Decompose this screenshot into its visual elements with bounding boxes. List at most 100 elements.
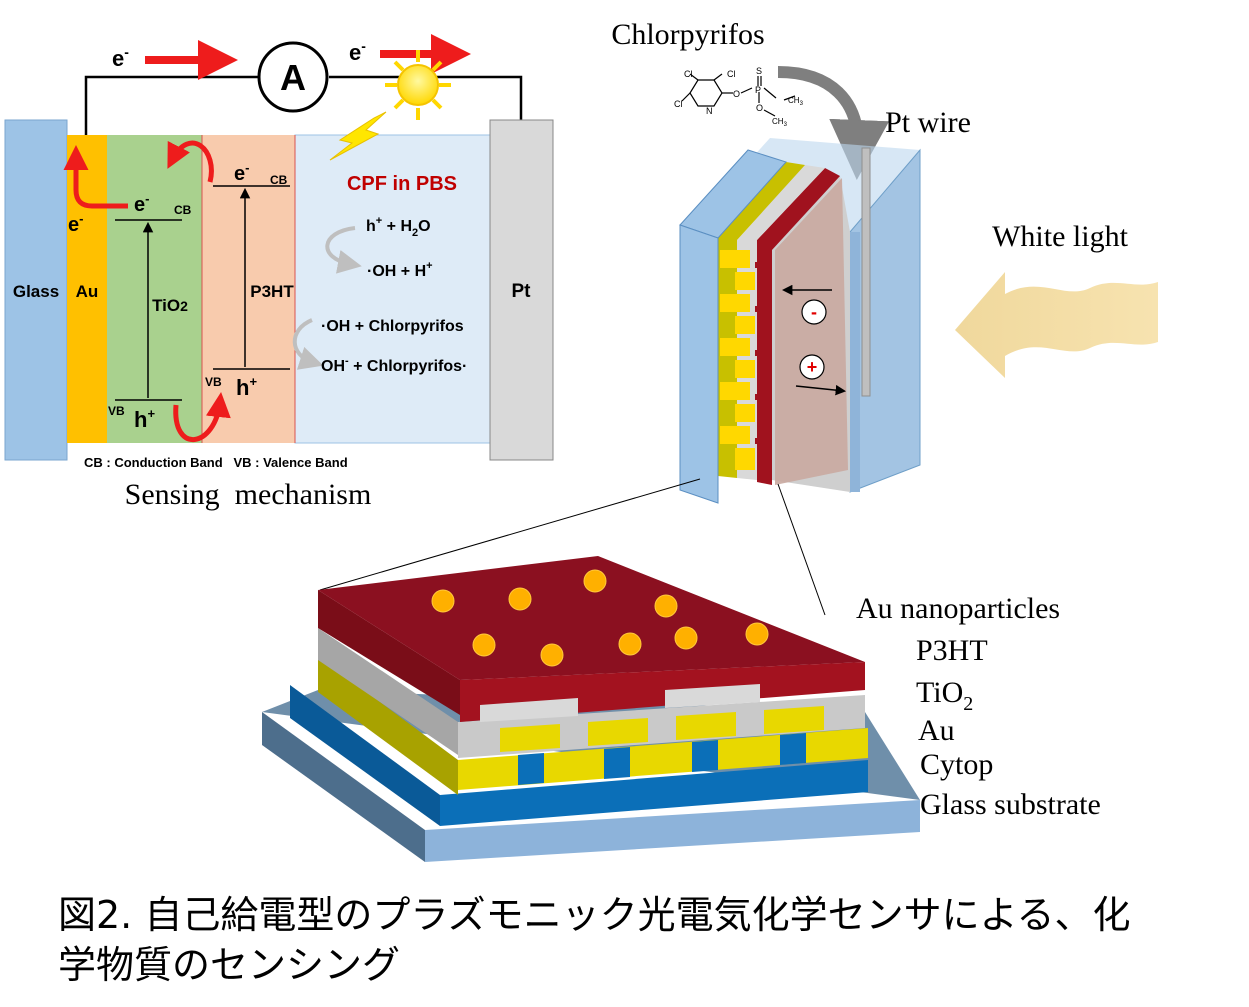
reaction-arrow-2 (292, 318, 324, 370)
label-p3ht: P3HT (916, 634, 988, 667)
glass-substrate-side (262, 712, 425, 862)
band-legend: CB : Conduction Band VB : Valence Band (84, 455, 348, 470)
tio2-raised-blocks (480, 684, 760, 722)
chlorpyrifos-structure: Cl Cl Cl N O S P O CH3 CH3 (674, 66, 804, 128)
au-electron-label: e- (68, 211, 83, 236)
electron-left-label: e- (112, 44, 129, 71)
white-light-label: White light (992, 220, 1128, 253)
hole-transfer-arrow (173, 392, 231, 442)
tio2-cb-label: CB (174, 203, 192, 217)
tio2-layer (107, 135, 202, 443)
negative-charge (801, 299, 827, 325)
nanoparticle (431, 589, 455, 613)
tio2-label: TiO2 (152, 296, 188, 315)
p3ht-layer-side (318, 590, 460, 715)
nanoparticle (674, 626, 698, 650)
p3ht-top-face (318, 556, 865, 680)
white-light-wave-arrow (955, 272, 1158, 378)
label-au: Au (918, 714, 955, 747)
mol-p: P (755, 85, 761, 95)
mol-o-1: O (733, 89, 740, 99)
negative-charge-sign: - (811, 302, 817, 322)
nanoparticle (540, 643, 564, 667)
electron-flow-right: e- (349, 34, 471, 74)
au-pattern (720, 250, 755, 470)
ammeter-circle (257, 41, 329, 113)
pt-wire-label: Pt wire (885, 106, 971, 139)
mol-ch3-a: CH3 (788, 96, 804, 107)
reaction-3: ·OH + Chlorpyrifos (321, 318, 464, 335)
mol-ch3-b: CH3 (772, 117, 788, 128)
nanoparticle (745, 622, 769, 646)
cytop-side (290, 685, 440, 826)
molecule-injection-arrow (777, 66, 890, 180)
layer-stack: Au nanoparticles P3HT TiO2 Au Cytop Glas… (262, 556, 1101, 862)
sun-icon (385, 50, 451, 120)
electrolyte-region (294, 134, 491, 444)
mol-cl-1: Cl (684, 69, 693, 79)
ammeter: A (257, 41, 329, 113)
figure-caption: 図2. 自己給電型のプラズモニック光電気化学センサによる、化 学物質のセンシング (58, 890, 1218, 990)
glass-label: Glass (13, 282, 59, 301)
pt-electrode (489, 119, 554, 461)
nanoparticle (654, 594, 678, 618)
reaction-4: OH- + Chlorpyrifos· (321, 355, 467, 375)
tio2-layer-side (318, 628, 458, 755)
p3ht-vb-hole: h+ (236, 374, 257, 400)
p3ht-cb-label: CB (270, 173, 288, 187)
mechanism-panel: A e- e- Glass Au TiO2 P3HT Pt (4, 34, 554, 511)
positive-charge-sign: + (807, 357, 818, 377)
cytop-front (440, 760, 868, 826)
reaction-1: h+ + H2O (366, 215, 431, 239)
reaction-arrow-1 (325, 226, 362, 274)
mol-cl-2: Cl (727, 69, 736, 79)
p3ht-cb-electron: e- (234, 160, 249, 185)
electrolyte-title: CPF in PBS (347, 173, 457, 195)
mol-o-2: O (756, 103, 763, 113)
cell-front-right-edge (850, 232, 860, 492)
hole-drift-arrow (795, 384, 847, 396)
label-au-nanoparticles: Au nanoparticles (856, 592, 1060, 625)
tio2-cb-electron: e- (134, 191, 149, 216)
nanoparticle (472, 633, 496, 657)
chlorpyrifos-label: Chlorpyrifos (611, 18, 764, 51)
tio2-vb-label: VB (108, 404, 125, 418)
pt-label: Pt (512, 281, 532, 302)
nanoparticle (618, 632, 642, 656)
tio2-vb-hole: h+ (134, 406, 155, 432)
au-raised-blocks (500, 706, 824, 752)
label-tio2: TiO2 (916, 676, 973, 715)
label-glass-substrate: Glass substrate (920, 788, 1101, 821)
electron-flow-left: e- (112, 40, 238, 80)
glass-substrate-front (425, 800, 920, 862)
p3ht-teeth (755, 262, 765, 444)
mol-n: N (706, 106, 713, 116)
tio2-to-au-arrow (63, 145, 128, 209)
device-panel: Chlorpyrifos Cl Cl Cl N O S P O CH3 CH3 (611, 18, 1158, 504)
au-nanoparticles (431, 569, 769, 667)
p3ht-label: P3HT (250, 282, 294, 301)
label-cytop: Cytop (920, 748, 993, 781)
nanoparticle (508, 587, 532, 611)
lightning-icon (329, 111, 387, 161)
reaction-2: ·OH + H+ (367, 260, 433, 280)
electrolyte-chamber (775, 178, 848, 485)
stack-labels: Au nanoparticles P3HT TiO2 Au Cytop Glas… (856, 592, 1101, 821)
mol-s: S (756, 66, 762, 76)
p3ht-to-tio2-arrow (167, 140, 214, 183)
electron-right-label: e- (349, 38, 366, 65)
positive-charge (799, 354, 825, 380)
p3ht-vb-label: VB (205, 375, 222, 389)
cytop-gaps (518, 733, 806, 785)
au-layer-side (318, 656, 458, 795)
figure-caption-line-2: 学物質のセンシング (58, 943, 401, 987)
nanoparticle (583, 569, 607, 593)
mol-cl-3: Cl (674, 99, 683, 109)
au-label: Au (76, 282, 99, 301)
p3ht-film (757, 168, 840, 485)
zoom-line-left (319, 478, 701, 591)
glass-layer (4, 119, 68, 461)
ammeter-label: A (280, 57, 306, 98)
mechanism-caption: Sensing mechanism (125, 478, 372, 511)
